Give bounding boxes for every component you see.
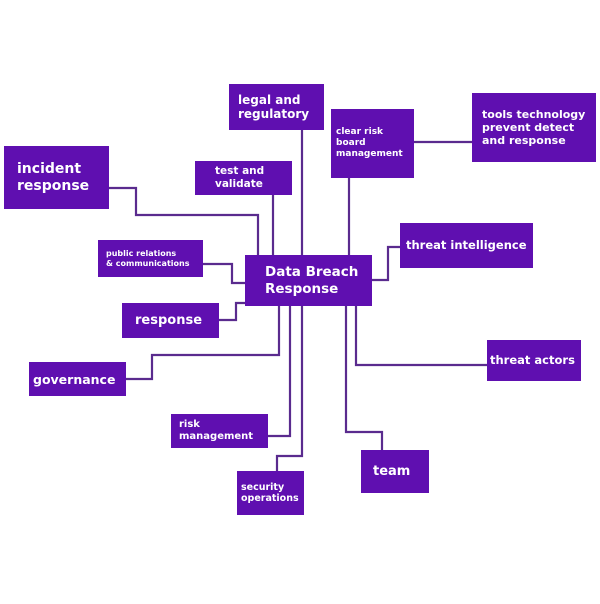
node-incident-response[interactable]: incident response: [4, 146, 109, 209]
node-tools-technology[interactable]: tools technology prevent detect and resp…: [472, 93, 596, 162]
connector-security-operations: [275, 306, 304, 471]
node-label: tools technology prevent detect and resp…: [482, 107, 586, 148]
node-label: threat intelligence: [406, 238, 527, 252]
center-node-label: Data Breach Response: [265, 264, 359, 297]
node-governance[interactable]: governance: [29, 362, 126, 396]
connector-public-relations: [203, 262, 245, 285]
connector-risk-management: [268, 306, 292, 438]
connector-incident: [109, 186, 260, 255]
node-legal-and-regulatory[interactable]: legal and regulatory: [229, 84, 324, 130]
node-label: risk management: [179, 419, 254, 442]
connector-response: [219, 301, 245, 322]
center-node-data-breach-response[interactable]: Data Breach Response: [245, 255, 372, 306]
connector-threat-actors: [354, 306, 487, 367]
node-label: legal and regulatory: [238, 92, 310, 121]
node-label: governance: [33, 371, 116, 387]
connector-threat-intel: [372, 245, 400, 282]
node-label: incident response: [17, 160, 90, 194]
node-public-relations[interactable]: public relations & communications: [98, 240, 203, 277]
node-team[interactable]: team: [361, 450, 429, 493]
node-label: clear risk board management: [336, 127, 403, 159]
node-clear-risk-board-management[interactable]: clear risk board management: [331, 109, 414, 178]
node-label: test and validate: [215, 165, 265, 190]
node-label: response: [135, 312, 203, 328]
connector-governance: [126, 306, 281, 381]
node-risk-management[interactable]: risk management: [171, 414, 268, 448]
node-threat-actors[interactable]: threat actors: [487, 340, 581, 381]
node-test-and-validate[interactable]: test and validate: [195, 161, 292, 195]
node-label: public relations & communications: [106, 248, 190, 268]
node-response[interactable]: response: [122, 303, 219, 338]
connector-team: [344, 306, 384, 450]
node-security-operations[interactable]: security operations: [237, 471, 304, 515]
node-threat-intelligence[interactable]: threat intelligence: [400, 223, 533, 268]
node-label: threat actors: [490, 352, 575, 367]
node-label: security operations: [241, 481, 299, 504]
node-label: team: [373, 463, 411, 479]
